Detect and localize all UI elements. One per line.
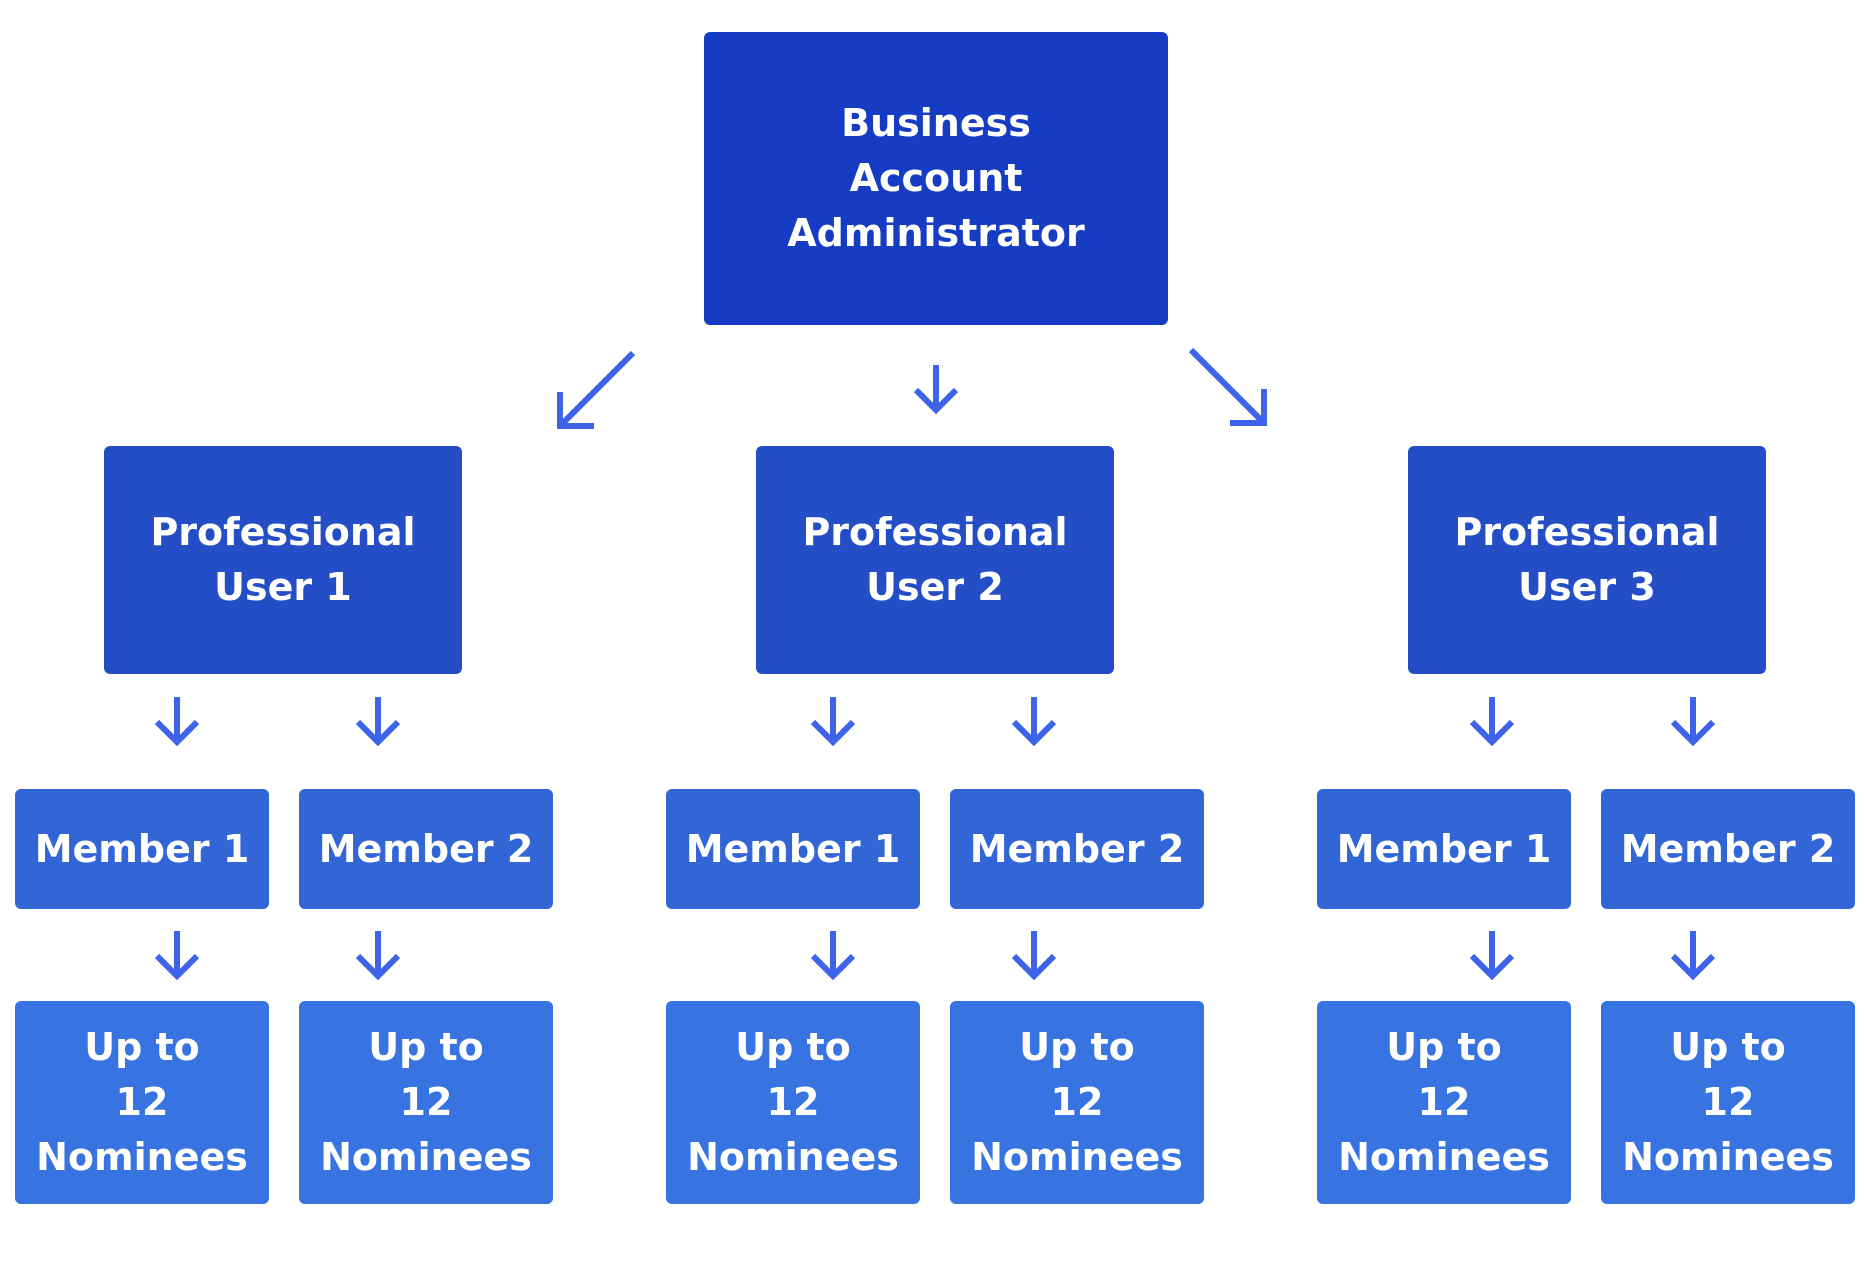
user-label: Professional User 3: [1454, 510, 1720, 609]
arrow-admin-to-user-2: [913, 365, 959, 415]
member-box: Member 2: [299, 789, 553, 909]
member-label: Member 1: [1336, 827, 1552, 871]
arrow-member-to-nominees: [154, 931, 200, 981]
nominees-box: Up to 12 Nominees: [1601, 1001, 1855, 1204]
member-box: Member 1: [666, 789, 920, 909]
nominees-box: Up to 12 Nominees: [950, 1001, 1204, 1204]
nominees-label: Up to 12 Nominees: [971, 1025, 1183, 1179]
arrow-user1-to-member2: [355, 697, 401, 747]
arrow-member-to-nominees: [1469, 931, 1515, 981]
nominees-label: Up to 12 Nominees: [36, 1025, 248, 1179]
user-label: Professional User 2: [802, 510, 1068, 609]
member-label: Member 1: [685, 827, 901, 871]
arrow-user2-to-member1: [810, 697, 856, 747]
nominees-box: Up to 12 Nominees: [15, 1001, 269, 1204]
business-account-administrator-box: Business Account Administrator: [704, 32, 1168, 325]
arrow-member-to-nominees: [810, 931, 856, 981]
member-box: Member 1: [1317, 789, 1571, 909]
arrow-user2-to-member2: [1011, 697, 1057, 747]
member-box: Member 1: [15, 789, 269, 909]
member-label: Member 2: [318, 827, 534, 871]
member-label: Member 2: [969, 827, 1185, 871]
nominees-label: Up to 12 Nominees: [320, 1025, 532, 1179]
user-label: Professional User 1: [150, 510, 416, 609]
member-label: Member 2: [1620, 827, 1836, 871]
arrow-user3-to-member2: [1670, 697, 1716, 747]
professional-user-3-box: Professional User 3: [1408, 446, 1766, 674]
member-box: Member 2: [1601, 789, 1855, 909]
member-label: Member 1: [34, 827, 250, 871]
arrow-user1-to-member1: [154, 697, 200, 747]
nominees-box: Up to 12 Nominees: [666, 1001, 920, 1204]
arrow-member-to-nominees: [355, 931, 401, 981]
arrow-user3-to-member1: [1469, 697, 1515, 747]
nominees-box: Up to 12 Nominees: [299, 1001, 553, 1204]
professional-user-1-box: Professional User 1: [104, 446, 462, 674]
admin-label: Business Account Administrator: [787, 101, 1085, 255]
professional-user-2-box: Professional User 2: [756, 446, 1114, 674]
arrow-member-to-nominees: [1011, 931, 1057, 981]
nominees-label: Up to 12 Nominees: [687, 1025, 899, 1179]
arrow-admin-to-user-3: [1188, 347, 1267, 426]
arrow-member-to-nominees: [1670, 931, 1716, 981]
nominees-label: Up to 12 Nominees: [1622, 1025, 1834, 1179]
arrow-admin-to-user-1: [557, 350, 636, 429]
nominees-box: Up to 12 Nominees: [1317, 1001, 1571, 1204]
nominees-label: Up to 12 Nominees: [1338, 1025, 1550, 1179]
member-box: Member 2: [950, 789, 1204, 909]
